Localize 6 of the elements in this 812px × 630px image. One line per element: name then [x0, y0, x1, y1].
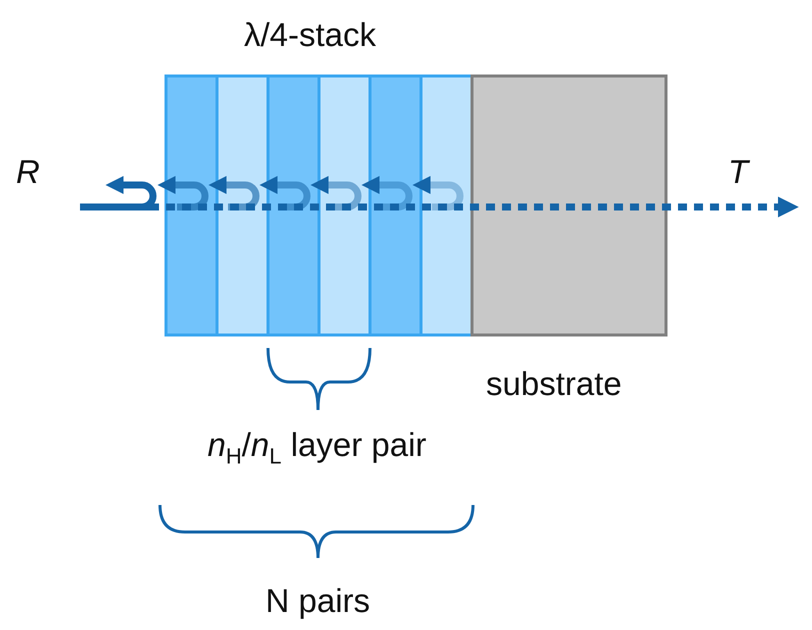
- transmission-label: T: [728, 155, 748, 188]
- reflection-label: R: [16, 155, 40, 188]
- stack-heading: λ/4-stack: [244, 18, 376, 51]
- layer-pair-label: n$_{H}$/n$_{L}$ layer pair: [208, 428, 426, 468]
- pairs-count-label: N pairs: [266, 584, 370, 617]
- substrate-label: substrate: [486, 367, 622, 400]
